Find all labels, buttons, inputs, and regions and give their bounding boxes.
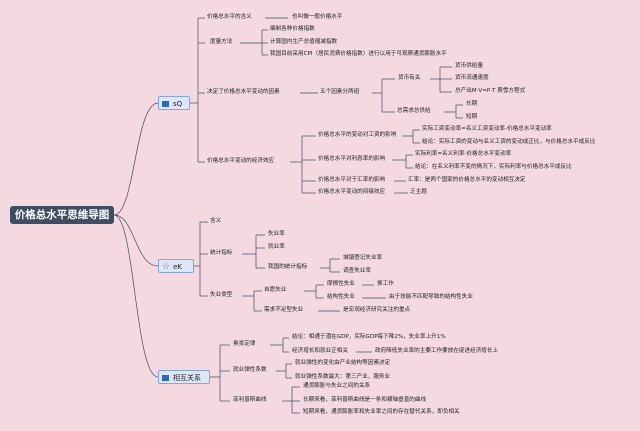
node-okun-conclusion[interactable]: 结论：相通于潜在GDP，实际GDP每下降2%，失业率上升1%: [292, 334, 446, 340]
node-five-factors[interactable]: 五个因素分两组: [320, 89, 360, 95]
branch-3-label: 相互关系: [173, 374, 201, 382]
node-registered-rate[interactable]: 城镇登记失业率: [343, 255, 383, 261]
node-frictional[interactable]: 摩擦性失业: [327, 281, 355, 287]
node-elasticity-factors[interactable]: 就业弹性的变化由产业结构等因素决定: [295, 360, 391, 366]
node-long-term[interactable]: 长期: [466, 101, 478, 107]
node-government-focus[interactable]: 政府降低失业率的主要工作要放在促进经济增长上: [375, 348, 499, 354]
node-measure-method[interactable]: 度量方法: [210, 39, 233, 45]
node-unemployment-rate[interactable]: 失业率: [268, 231, 285, 237]
node-price-index[interactable]: 编制各种价格指数: [270, 26, 315, 32]
node-general-price-level[interactable]: 也叫做一般价格水平: [292, 14, 343, 20]
node-employment-elasticity[interactable]: 就业弹性系数: [233, 367, 267, 373]
node-money-velocity[interactable]: 货币流通速度: [455, 75, 489, 81]
node-statistical-indicators[interactable]: 统计指标: [210, 250, 233, 256]
node-exchange-rate-desc[interactable]: 汇率：是两个国家的价格总水平的变动相互决定: [408, 177, 526, 183]
node-effect-interest[interactable]: 价格总水平对利息率的影响: [318, 156, 386, 162]
node-gdp-deflator[interactable]: 计算国内生产总值缩减指数: [270, 39, 338, 45]
node-growth-employment[interactable]: 经济增长和就业正相关: [292, 348, 348, 354]
node-okun-law[interactable]: 奥肯定律: [233, 341, 256, 347]
flag-icon: [162, 101, 169, 107]
node-wage-conclusion[interactable]: 结论：实际工资的变动与名义工资的变动成正比，与价格总水平成反比: [422, 139, 596, 145]
node-effect-wages[interactable]: 价格总水平的变动对工资的影响: [318, 132, 397, 138]
node-effect-indirect[interactable]: 价格总水平变动的间接效应: [318, 189, 386, 195]
flag-icon: [162, 375, 169, 381]
node-phillips-relation[interactable]: 通货膨胀与失业之间的关系: [303, 383, 371, 389]
node-real-wage-formula[interactable]: 实际工资变动率=名义工资变动率-价格总水平变动率: [422, 126, 552, 132]
branch-node-3[interactable]: 相互关系: [158, 370, 210, 384]
node-unemployment-definition[interactable]: 含义: [210, 218, 222, 224]
branch-node-1[interactable]: sQ: [158, 96, 190, 110]
star-icon: ☆: [162, 262, 171, 272]
root-topic[interactable]: 价格总水平思维导图: [10, 206, 114, 224]
node-phillips-short-run[interactable]: 短期来看，通货膨胀率和失业率之间的存在替代关系，即负相关: [303, 409, 460, 415]
node-macro-focus[interactable]: 是宏观经济研究关注的重点: [343, 307, 411, 313]
node-money-supply[interactable]: 货币供给量: [455, 63, 483, 69]
branch-1-label: sQ: [173, 100, 183, 108]
node-effect-exchange[interactable]: 价格总水平对于汇率的影响: [318, 177, 386, 183]
node-aggregate-demand-supply[interactable]: 总需求总供给: [397, 108, 431, 114]
node-price-level-definition[interactable]: 价格总水平的含义: [207, 14, 252, 20]
node-elasticity-max[interactable]: 就业弹性系数最大：第三产业、服务业: [295, 374, 391, 380]
node-skill-mismatch[interactable]: 由于技能不匹配导致的结构性失业: [389, 294, 473, 300]
node-fisher-equation[interactable]: 总产出M·V=P·T 费雪方程式: [455, 88, 526, 94]
node-job-change[interactable]: 换工作: [377, 281, 394, 287]
node-money-related[interactable]: 货币有关: [398, 75, 421, 81]
node-economic-effects[interactable]: 价格总水平变动的经济效应: [207, 158, 275, 164]
node-cpi[interactable]: 我国目前采用CPI（居民消费价格指数）进行以用于可观察通货膨胀水平: [270, 51, 447, 57]
node-employment-rate[interactable]: 就业率: [268, 244, 285, 250]
node-factors[interactable]: 决定了价格总水平变动的因素: [207, 89, 280, 95]
node-survey-rate[interactable]: 调查失业率: [343, 268, 371, 274]
node-interest-conclusion[interactable]: 结论：在名义利率不变的情况下，实际利率与价格总水平成反比: [415, 164, 572, 170]
node-phillips-curve[interactable]: 菲利普斯曲线: [233, 397, 267, 403]
branch-2-label: eK: [173, 263, 182, 271]
node-subtopic[interactable]: 乏主题: [410, 189, 427, 195]
node-short-term[interactable]: 短期: [466, 114, 478, 120]
node-china-indicators[interactable]: 我国的统计指标: [268, 264, 308, 270]
node-real-interest-formula[interactable]: 实际利率=名义利率-价格总水平变动率: [415, 151, 512, 157]
node-voluntary[interactable]: 自愿失业: [264, 287, 287, 293]
branch-node-2[interactable]: ☆eK: [158, 259, 194, 273]
node-phillips-long-run[interactable]: 长期来看，菲利普斯曲线是一条和横轴垂直的曲线: [303, 397, 427, 403]
node-unemployment-types[interactable]: 失业类型: [210, 292, 233, 298]
node-structural[interactable]: 结构性失业: [327, 294, 355, 300]
node-demand-deficient[interactable]: 需求不足型失业: [264, 307, 304, 313]
